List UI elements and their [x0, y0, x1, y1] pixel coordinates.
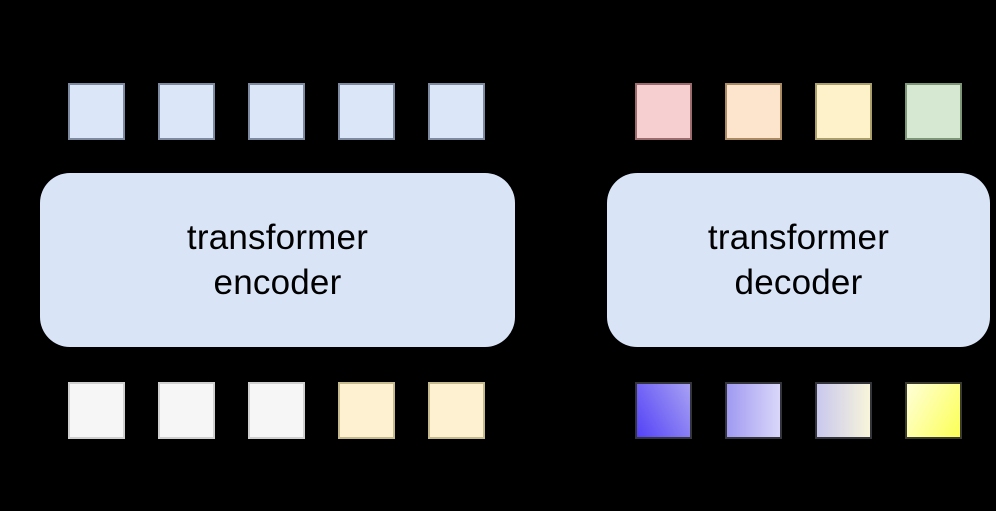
decoder-input-token: [815, 382, 872, 439]
decoder-input-token: [635, 382, 692, 439]
decoder-input-token: [905, 382, 962, 439]
encoder-output-token: [338, 83, 395, 140]
encoder-input-token: [158, 382, 215, 439]
encoder-output-token: [68, 83, 125, 140]
decoder-output-token: [815, 83, 872, 140]
encoder-input-token: [248, 382, 305, 439]
decoder-output-token: [635, 83, 692, 140]
encoder-output-token: [248, 83, 305, 140]
decoder-input-token: [725, 382, 782, 439]
encoder-input-token: [428, 382, 485, 439]
encoder-label-line1: transformer: [186, 218, 369, 257]
decoder-output-token: [905, 83, 962, 140]
transformer-decoder-box: transformer decoder: [607, 173, 990, 347]
encoder-label-line2: encoder: [213, 263, 342, 302]
decoder-output-token: [725, 83, 782, 140]
encoder-input-token: [68, 382, 125, 439]
encoder-input-token: [338, 382, 395, 439]
transformer-encoder-box: transformer encoder: [40, 173, 515, 347]
encoder-output-token: [428, 83, 485, 140]
decoder-label-line1: transformer: [707, 218, 890, 257]
decoder-label-line2: decoder: [734, 263, 863, 302]
encoder-output-token: [158, 83, 215, 140]
